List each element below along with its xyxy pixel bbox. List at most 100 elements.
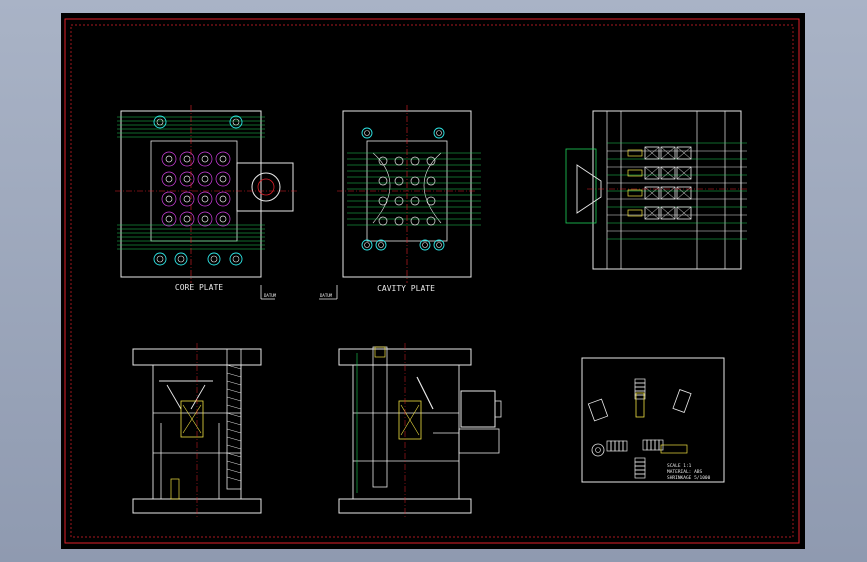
cavity-plate-view: CAVITY PLATE DATUM	[319, 105, 481, 300]
molded-part-hatch	[660, 206, 676, 220]
ladder-rung	[226, 436, 242, 442]
side-mold-outline	[592, 110, 742, 270]
molded-part-hatch	[660, 166, 676, 180]
bolt-hole-inner	[232, 118, 240, 126]
section-b-part-hatch	[400, 404, 420, 436]
detail-frame	[581, 357, 725, 483]
bolt-hole	[433, 127, 445, 139]
cavity-circle	[219, 215, 227, 223]
bolt-hole-inner	[210, 255, 218, 263]
cavity-dimension-lines	[347, 152, 481, 226]
section-b-angle-pin	[416, 376, 434, 410]
bolt-hole	[153, 115, 167, 129]
molded-part-hatch	[676, 206, 692, 220]
cavity-circle	[378, 156, 388, 166]
outer-frame	[64, 18, 800, 544]
ladder-rung	[226, 404, 242, 410]
bolt-hole	[361, 127, 373, 139]
cavity-circle	[161, 211, 177, 227]
molded-part	[660, 206, 676, 220]
cavity-circle	[410, 196, 420, 206]
cavity-circle	[410, 176, 420, 186]
note-material: MATERIAL: ABS	[667, 469, 703, 475]
cavity-circle	[161, 151, 177, 167]
cavity-circle	[161, 171, 177, 187]
part-side-view	[635, 392, 645, 418]
side-actuator-block	[236, 162, 294, 212]
cavity-circle	[215, 191, 231, 207]
cavity-circle	[165, 175, 173, 183]
cavity-circle	[183, 215, 191, 223]
molded-part-hatch	[660, 146, 676, 160]
part-end-view	[591, 443, 605, 457]
bolt-hole	[229, 115, 243, 129]
datum-label-left: DATUM	[264, 293, 277, 298]
cavity-circle	[426, 156, 436, 166]
part-iso-view	[672, 389, 692, 413]
bolt-hole-inner	[422, 242, 428, 248]
ladder-rung	[226, 388, 242, 394]
side-section-view	[565, 110, 747, 270]
front-section-a	[132, 343, 262, 519]
gate-insert	[627, 209, 643, 217]
molded-part	[676, 166, 692, 180]
bolt-hole	[153, 252, 167, 266]
cavity-circle	[165, 215, 173, 223]
screw-segment	[614, 440, 620, 452]
core-plate-label: CORE PLATE	[175, 283, 223, 292]
cavity-circle	[197, 151, 213, 167]
molded-part	[644, 146, 660, 160]
front-section-b	[338, 343, 502, 519]
ladder-rung	[226, 428, 242, 434]
bolt-hole-inner	[378, 242, 384, 248]
cavity-circle	[426, 176, 436, 186]
cavity-circle	[197, 191, 213, 207]
section-b-guide-pillar	[372, 346, 388, 488]
cavity-circle	[179, 151, 195, 167]
cavity-circle	[179, 211, 195, 227]
part-iso-view-2	[587, 398, 609, 422]
cavity-circle	[378, 216, 388, 226]
bolt-hole	[419, 239, 431, 251]
actuator-bore	[251, 172, 281, 202]
bolt-hole-inner	[436, 130, 442, 136]
cavity-circle	[219, 155, 227, 163]
molded-part	[644, 166, 660, 180]
bolt-hole-inner	[177, 255, 185, 263]
bolt-hole-inner	[156, 118, 164, 126]
cavity-circle	[161, 191, 177, 207]
molded-part	[676, 146, 692, 160]
screw-segment	[634, 461, 646, 467]
cavity-circle	[215, 211, 231, 227]
cavity-circle	[215, 151, 231, 167]
section-b-body	[352, 364, 460, 500]
molded-part-hatch	[676, 146, 692, 160]
cavity-circle	[426, 196, 436, 206]
cavity-circle	[179, 171, 195, 187]
section-a-guide-pillar	[226, 348, 242, 490]
inner-frame	[70, 24, 794, 538]
bolt-hole	[433, 239, 445, 251]
side-nozzle-block	[565, 148, 597, 224]
cavity-circle	[394, 196, 404, 206]
cavity-circle	[410, 156, 420, 166]
section-a-part	[180, 400, 204, 438]
cylinder-cap	[494, 400, 502, 418]
ladder-rung	[226, 396, 242, 402]
section-a-spring	[170, 478, 180, 500]
cavity-circle	[165, 155, 173, 163]
molded-part	[676, 206, 692, 220]
note-shrinkage: SHRINKAGE 5/1000	[667, 475, 711, 481]
cavity-circle	[179, 191, 195, 207]
cavity-circle	[183, 195, 191, 203]
gate-insert	[627, 149, 643, 157]
bolt-hole-inner	[232, 255, 240, 263]
sprue-bushing	[576, 164, 602, 214]
molded-part	[644, 206, 660, 220]
ladder-rung	[226, 468, 242, 474]
cavity-circle	[378, 196, 388, 206]
section-a-ejector-ladder	[226, 364, 242, 482]
ladder-rung	[226, 460, 242, 466]
molded-part-hatch	[676, 166, 692, 180]
ladder-rung	[226, 380, 242, 386]
